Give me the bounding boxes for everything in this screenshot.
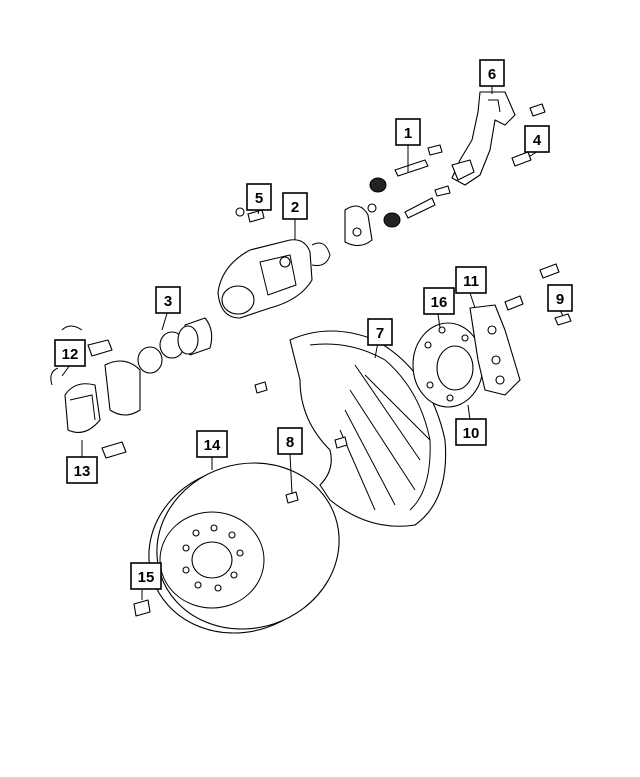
- callout-10: 10: [455, 418, 487, 446]
- callout-8-label: 8: [286, 434, 294, 451]
- callout-5-label: 5: [255, 190, 263, 207]
- callout-11: 11: [455, 266, 487, 294]
- callout-12-label: 12: [62, 346, 79, 363]
- brake-caliper: [217, 239, 331, 319]
- callout-3: 3: [155, 286, 181, 314]
- callout-6-label: 6: [488, 66, 496, 83]
- callout-5: 5: [246, 183, 272, 211]
- callout-7-label: 7: [376, 325, 384, 342]
- callout-14-label: 14: [204, 437, 221, 454]
- brake-pad-set: [64, 360, 141, 433]
- callout-11-label: 11: [463, 273, 479, 290]
- callout-1-label: 1: [404, 125, 412, 142]
- shield-bolt-set: [254, 381, 348, 504]
- callout-2-label: 2: [291, 199, 299, 216]
- callout-9: 9: [547, 284, 573, 312]
- callout-13-label: 13: [74, 463, 91, 480]
- callout-15: 15: [130, 562, 162, 590]
- callout-14: 14: [196, 430, 228, 458]
- piston-seal-kit: [137, 317, 213, 374]
- callout-15-label: 15: [138, 569, 155, 586]
- caliper-bracket: [451, 91, 516, 186]
- callout-1: 1: [395, 118, 421, 146]
- pad-clip-set: [50, 325, 127, 459]
- brake-rotor: [148, 462, 340, 634]
- bleeder-screw: [235, 207, 265, 223]
- hub-mount-bracket: [469, 304, 521, 396]
- slide-pin-set: [369, 144, 451, 228]
- callout-12: 12: [54, 339, 86, 367]
- callout-3-label: 3: [164, 293, 172, 310]
- callout-4: 4: [524, 125, 550, 153]
- callout-10-label: 10: [463, 425, 480, 442]
- callout-2: 2: [282, 192, 308, 220]
- wheel-hub-bearing: [412, 322, 484, 408]
- callout-8: 8: [277, 427, 303, 455]
- wheel-stud: [133, 599, 151, 617]
- hub-bolt-set: [504, 263, 572, 326]
- callout-16-label: 16: [431, 294, 448, 311]
- caliper-adapter-plate: [344, 203, 377, 247]
- callout-9-label: 9: [556, 291, 564, 308]
- callout-16: 16: [423, 287, 455, 315]
- callout-6: 6: [479, 59, 505, 87]
- callout-7: 7: [367, 318, 393, 346]
- callout-4-label: 4: [533, 132, 542, 149]
- callout-13: 13: [66, 456, 98, 484]
- bracket-bolt-set: [511, 103, 546, 167]
